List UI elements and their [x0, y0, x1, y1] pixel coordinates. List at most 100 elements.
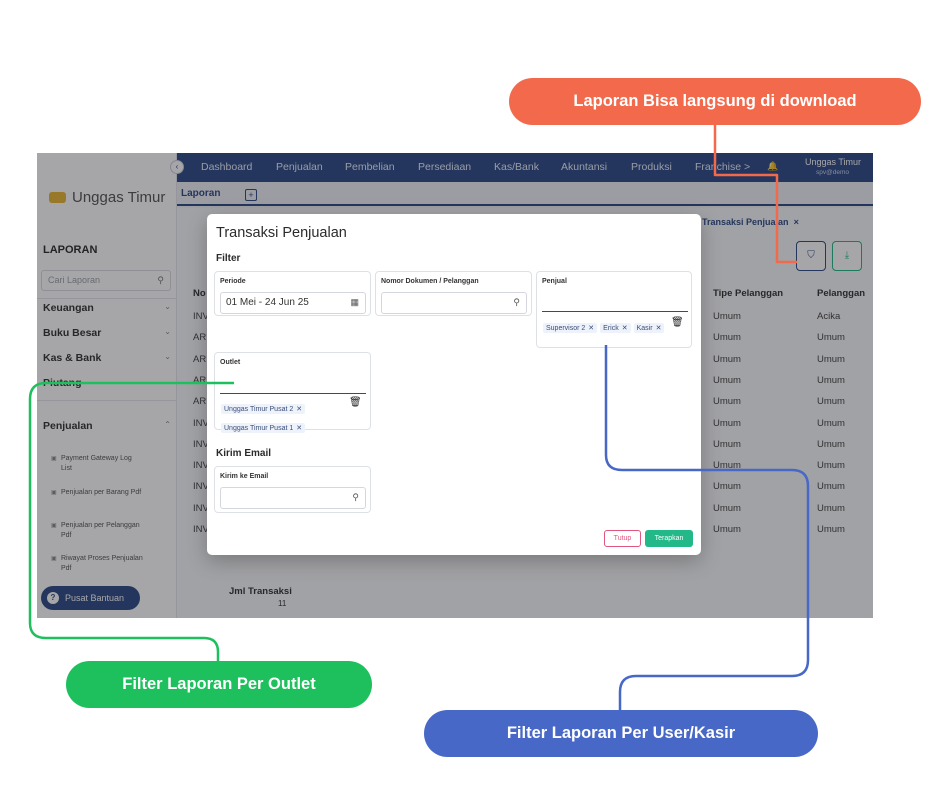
nomor-dokumen-input[interactable]: ⚲: [381, 292, 527, 314]
email-input[interactable]: ⚲: [220, 487, 366, 509]
periode-label: Periode: [220, 278, 246, 285]
table-cell-no[interactable]: INV: [193, 311, 209, 322]
penjual-input-line[interactable]: [542, 311, 688, 312]
penjual-chip[interactable]: Erick✕: [600, 323, 631, 333]
footer-value: 11: [278, 599, 287, 608]
remove-chip-icon[interactable]: ✕: [655, 325, 662, 332]
outlet-chip-list: Unggas Timur Pusat 2✕Unggas Timur Pusat …: [221, 398, 343, 436]
nav-persediaan[interactable]: Persediaan: [418, 161, 472, 173]
add-tab-button[interactable]: +: [245, 189, 257, 201]
table-cell-tipe: Umum: [713, 311, 741, 322]
user-email: spv@demo: [816, 169, 849, 176]
penjual-chip[interactable]: Kasir✕: [633, 323, 665, 333]
sidebar-item-keuangan[interactable]: Keuangan ⌄: [43, 302, 171, 314]
nav-dashboard[interactable]: Dashboard: [201, 161, 253, 173]
remove-chip-icon[interactable]: ✕: [296, 406, 303, 413]
table-cell-pelanggan: Umum: [817, 481, 845, 493]
sidebar-title: LAPORAN: [43, 244, 98, 256]
close-button[interactable]: Tutup: [604, 530, 641, 547]
sidebar-search-input[interactable]: Cari Laporan ⚲: [41, 270, 171, 291]
search-icon: ⚲: [513, 297, 520, 307]
periode-value: 01 Mei - 24 Jun 25: [226, 297, 309, 308]
tab-laporan[interactable]: Laporan: [181, 188, 221, 199]
table-cell-pelanggan: Umum: [817, 332, 845, 344]
periode-input[interactable]: 01 Mei - 24 Jun 25 ▦: [220, 292, 366, 314]
logo-text: Unggas Timur: [72, 189, 166, 206]
chevron-down-icon: ⌄: [164, 352, 171, 361]
table-cell-pelanggan: Umum: [817, 502, 845, 514]
nav-produksi[interactable]: Produksi: [631, 161, 672, 173]
column-header-tipe[interactable]: Tipe Pelanggan: [713, 288, 784, 299]
logo-icon: [49, 192, 66, 203]
download-button[interactable]: ⤓: [832, 241, 862, 271]
chip-label: Kasir: [636, 325, 653, 332]
penjual-chip[interactable]: Supervisor 2✕: [543, 323, 598, 333]
logo: Unggas Timur: [49, 189, 165, 206]
chip-label: Supervisor 2: [546, 325, 586, 332]
table-cell-pelanggan: Umum: [817, 417, 845, 429]
table-cell-pelanggan: Acika: [817, 311, 841, 322]
search-icon: ⚲: [157, 275, 164, 285]
sidebar-search-placeholder: Cari Laporan: [48, 275, 101, 285]
nav-pembelian[interactable]: Pembelian: [345, 161, 395, 173]
filter-icon: ⛉: [807, 250, 815, 261]
remove-chip-icon[interactable]: ✕: [621, 325, 628, 332]
search-icon: ⚲: [352, 492, 359, 502]
sidebar-item-kas-bank[interactable]: Kas & Bank⌄: [43, 352, 171, 364]
modal-title: Transaksi Penjualan: [216, 225, 347, 241]
nav-akuntansi[interactable]: Akuntansi: [561, 161, 608, 173]
annotation-kasir: Filter Laporan Per User/Kasir: [424, 710, 818, 757]
clear-outlet-icon[interactable]: 🗑: [349, 397, 362, 408]
chevron-down-icon: ⌄: [164, 327, 171, 336]
table-cell-pelanggan: Umum: [817, 374, 845, 386]
outlet-input-line[interactable]: [220, 393, 366, 394]
sidebar-item-buku-besar[interactable]: Buku Besar ⌄: [43, 327, 171, 339]
annotation-download: Laporan Bisa langsung di download: [509, 78, 921, 125]
chip-label: Unggas Timur Pusat 2: [224, 406, 294, 413]
sidebar-item-label: Keuangan: [43, 302, 94, 314]
sidebar-item-label: Buku Besar: [43, 327, 102, 339]
email-field: Kirim ke Email ⚲: [214, 466, 371, 513]
column-header-no[interactable]: No: [193, 288, 206, 299]
nav-penjualan[interactable]: Penjualan: [276, 161, 323, 173]
chevron-down-icon: ⌄: [164, 302, 171, 311]
chip-label: Erick: [603, 325, 619, 332]
table-cell-pelanggan: Umum: [817, 460, 845, 472]
penjual-field: Penjual Supervisor 2✕Erick✕Kasir✕ 🗑: [536, 271, 692, 348]
column-header-pelanggan[interactable]: Pelanggan: [817, 288, 866, 299]
table-cell-no[interactable]: AR: [193, 374, 207, 386]
remove-chip-icon[interactable]: ✕: [296, 425, 303, 432]
clear-penjual-icon[interactable]: 🗑: [671, 317, 684, 328]
table-cell-pelanggan: Umum: [817, 396, 845, 408]
table-cell-pelanggan: Umum: [817, 438, 845, 450]
periode-field: Periode 01 Mei - 24 Jun 25 ▦: [214, 271, 371, 316]
outlet-label: Outlet: [220, 359, 241, 366]
penjual-chip-list: Supervisor 2✕Erick✕Kasir✕: [543, 317, 671, 336]
filter-modal: Transaksi Penjualan Filter Periode 01 Me…: [207, 214, 701, 555]
outlet-chip[interactable]: Unggas Timur Pusat 1✕: [221, 423, 306, 433]
calendar-icon[interactable]: ▦: [350, 297, 359, 307]
outlet-chip[interactable]: Unggas Timur Pusat 2✕: [221, 404, 306, 414]
outlet-field: Outlet Unggas Timur Pusat 2✕Unggas Timur…: [214, 352, 371, 433]
remove-chip-icon[interactable]: ✕: [588, 325, 595, 332]
nomor-dokumen-field: Nomor Dokumen / Pelanggan ⚲: [375, 271, 532, 316]
filter-heading: Filter: [216, 253, 241, 264]
email-heading: Kirim Email: [216, 448, 272, 459]
table-cell-tipe: Umum: [713, 332, 741, 344]
download-icon: ⤓: [844, 250, 850, 261]
collapse-sidebar-button[interactable]: ‹: [170, 160, 184, 174]
email-label: Kirim ke Email: [220, 473, 269, 480]
footer-label: Jml Transaksi: [229, 586, 292, 597]
chip-label: Unggas Timur Pusat 1: [224, 425, 294, 432]
table-cell-no[interactable]: AR: [193, 353, 207, 365]
user-name[interactable]: Unggas Timur: [804, 157, 861, 167]
penjual-label: Penjual: [542, 278, 567, 285]
apply-button[interactable]: Terapkan: [645, 530, 693, 547]
table-cell-no[interactable]: AR: [193, 332, 207, 344]
chevron-down-icon: ⌄: [164, 377, 171, 386]
annotation-outlet: Filter Laporan Per Outlet: [66, 661, 372, 708]
nomor-dokumen-label: Nomor Dokumen / Pelanggan: [381, 278, 479, 285]
divider: [37, 298, 177, 299]
nav-kas-bank[interactable]: Kas/Bank: [494, 161, 539, 173]
table-cell-pelanggan: Umum: [817, 353, 845, 365]
